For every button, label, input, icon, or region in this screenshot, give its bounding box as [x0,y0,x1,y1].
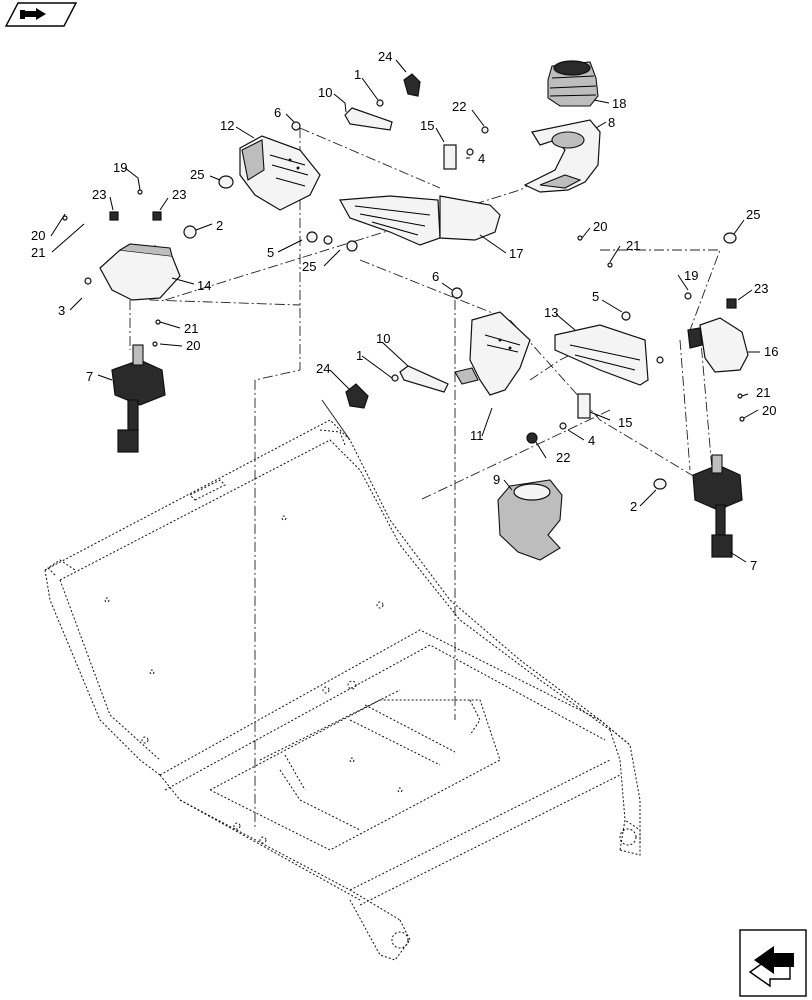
part-17-bracket [339,195,501,246]
callout-2: 2 [630,499,637,514]
callout-21: 21 [756,385,770,400]
callout-20: 20 [31,228,45,243]
callout-19: 19 [684,268,698,283]
hand-pointing-right-icon[interactable] [4,2,78,27]
callout-25: 25 [746,207,760,222]
callout-22: 22 [452,99,466,114]
part-12-bracket [239,135,321,211]
callout-20: 20 [762,403,776,418]
cab-floor-frame [44,399,641,961]
callout-1: 1 [356,348,363,363]
part-11-bracket [454,311,531,396]
callout-7: 7 [750,558,757,573]
part-15-plate-top [443,144,457,170]
callout-5: 5 [592,289,599,304]
callout-10: 10 [376,331,390,346]
callout-24: 24 [316,361,330,376]
callout-25: 25 [190,167,204,182]
part-10-plate-top [344,107,393,131]
callout-24: 24 [378,49,392,64]
callout-18: 18 [612,96,626,111]
part-10-plate-mid [399,365,449,393]
callout-23: 23 [172,187,186,202]
callout-20: 20 [593,219,607,234]
small-hardware [62,99,745,490]
part-18-boot [547,60,599,107]
callout-15: 15 [420,118,434,133]
callout-4: 4 [478,151,485,166]
callout-1: 1 [354,67,361,82]
callout-12: 12 [220,118,234,133]
callout-21: 21 [184,321,198,336]
callout-22: 22 [556,450,570,465]
part-8-cover [523,119,601,193]
callout-2: 2 [216,218,223,233]
part-14-bracket [99,243,181,301]
callout-15: 15 [618,415,632,430]
assembly-centerlines [129,127,721,830]
callout-25: 25 [302,259,316,274]
callout-6: 6 [432,269,439,284]
callout-6: 6 [274,105,281,120]
callout-20: 20 [186,338,200,353]
callout-leader-lines [50,59,760,563]
part-24-knob-mid [345,383,369,409]
part-7-joystick-left [111,344,166,453]
part-13-bracket [554,324,649,386]
callout-11: 11 [470,428,484,443]
callout-23: 23 [92,187,106,202]
part-7-joystick-right [692,454,743,558]
part-15-plate-mid [577,393,591,419]
next-page-arrow-icon[interactable] [739,929,807,997]
callout-7: 7 [86,369,93,384]
callout-16: 16 [764,344,778,359]
callout-21: 21 [31,245,45,260]
callout-9: 9 [493,472,500,487]
callout-4: 4 [588,433,595,448]
callout-19: 19 [113,160,127,175]
callout-17: 17 [509,246,523,261]
part-9-cover [497,479,563,561]
callout-labels: 24 1 10 6 12 22 15 4 18 8 19 25 23 23 20… [31,49,778,573]
callout-23: 23 [754,281,768,296]
callout-13: 13 [544,305,558,320]
callout-10: 10 [318,85,332,100]
callout-21: 21 [626,238,640,253]
callout-5: 5 [267,245,274,260]
part-16-cover [687,317,749,373]
callout-3: 3 [58,303,65,318]
part-24-knob-top [403,73,421,97]
callout-14: 14 [197,278,211,293]
callout-8: 8 [608,115,615,130]
